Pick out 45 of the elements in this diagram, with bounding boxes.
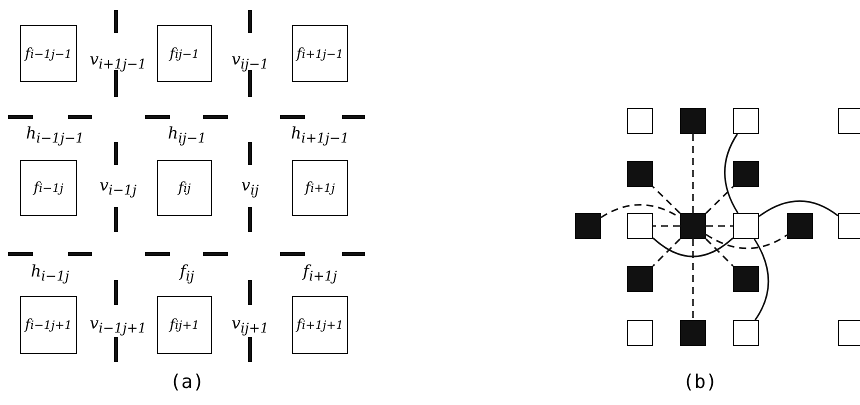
connector [754, 238, 770, 320]
open-square [733, 213, 759, 239]
math-label: v$_{i−1j}$ [99, 175, 137, 199]
filled-square [787, 213, 813, 239]
math-label: v$_{ij+1}$ [231, 313, 269, 337]
connector [652, 237, 734, 258]
math-label: f$_{ij}$ [180, 261, 194, 285]
math-label: v$_{i−1j+1}$ [90, 313, 146, 337]
connector [724, 134, 738, 214]
panel-label: (b) [682, 371, 718, 393]
math-label: h$_{i+1j−1}$ [291, 123, 349, 147]
dashed-connector [653, 225, 680, 227]
open-square [838, 108, 860, 134]
math-label: h$_{i−1j−1}$ [26, 123, 84, 147]
open-square [627, 108, 653, 134]
filled-square [575, 213, 601, 239]
filled-square [680, 213, 706, 239]
open-square [838, 213, 860, 239]
dashed-connector [652, 186, 681, 214]
open-square [627, 320, 653, 346]
dashed-connector [705, 238, 734, 267]
math-label: f$_{i+1j}$ [303, 261, 337, 285]
connector [758, 200, 838, 218]
dashed-connector [706, 225, 733, 227]
filled-square [733, 161, 759, 187]
open-square [733, 108, 759, 134]
panel-label: (a) [170, 371, 204, 393]
math-label: v$_{i+1j−1}$ [90, 49, 146, 73]
dashed-connector [652, 238, 681, 267]
open-square [627, 213, 653, 239]
math-label: v$_{ij}$ [241, 175, 259, 199]
math-label: h$_{ij−1}$ [168, 123, 206, 147]
dashed-connector [706, 234, 788, 250]
dashed-connector [692, 134, 694, 213]
filled-square [627, 266, 653, 292]
filled-square [680, 320, 706, 346]
filled-square [680, 108, 706, 134]
filled-square [733, 266, 759, 292]
dashed-connector [692, 239, 694, 320]
open-square [838, 320, 860, 346]
open-square [733, 320, 759, 346]
dashed-connector [705, 186, 734, 214]
math-label: v$_{ij−1}$ [231, 49, 269, 73]
filled-square [627, 161, 653, 187]
math-label: h$_{i−1j}$ [30, 261, 70, 285]
